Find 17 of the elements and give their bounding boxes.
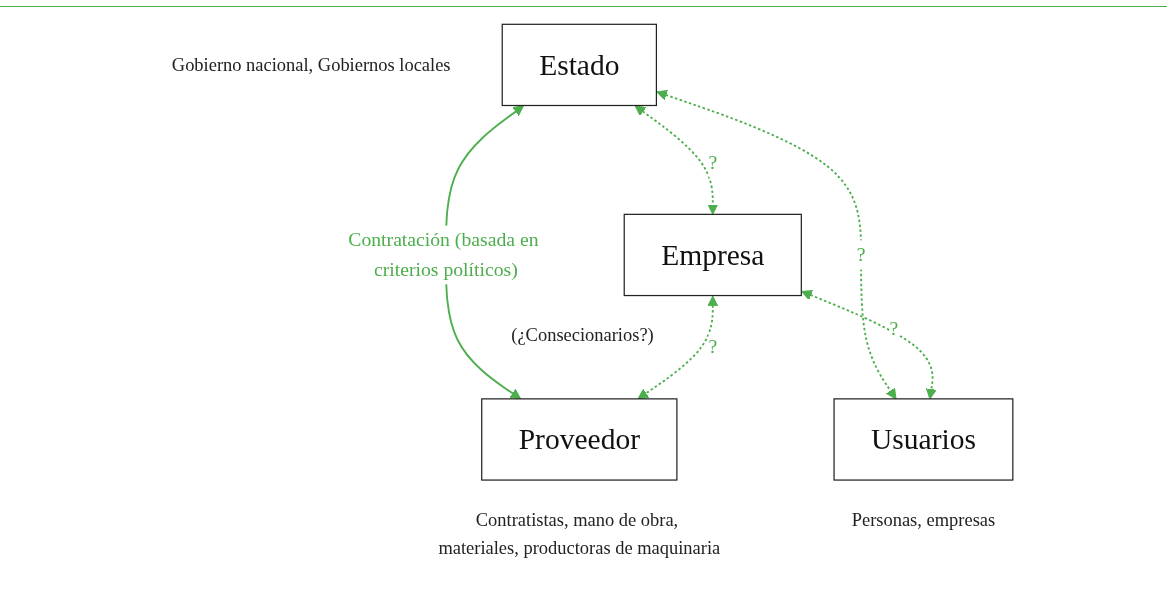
node-box: Usuarios bbox=[833, 398, 1014, 481]
edge-label: ? bbox=[708, 151, 718, 173]
arrow bbox=[637, 295, 719, 400]
arrow bbox=[634, 105, 719, 215]
edge-label: ? bbox=[889, 318, 899, 339]
arrow bbox=[801, 290, 937, 400]
node-box: Empresa bbox=[623, 213, 802, 297]
edge-label: ? bbox=[708, 336, 718, 358]
edge-label: Contratación (basada en criterios políticos) bbox=[348, 229, 539, 280]
node-label: (¿Consecionarios?) bbox=[511, 325, 654, 345]
node-box: Proveedor bbox=[481, 398, 678, 481]
node-box: Estado bbox=[501, 23, 657, 107]
node-label: Contratistas, mano de obra, materiales, productoras de maquinaria bbox=[438, 509, 721, 557]
node-label: Personas, empresas bbox=[851, 509, 996, 530]
arrow bbox=[656, 89, 897, 400]
node-label: Gobierno nacional, Gobiernos locales bbox=[171, 54, 451, 75]
edge-label: ? bbox=[856, 243, 866, 265]
